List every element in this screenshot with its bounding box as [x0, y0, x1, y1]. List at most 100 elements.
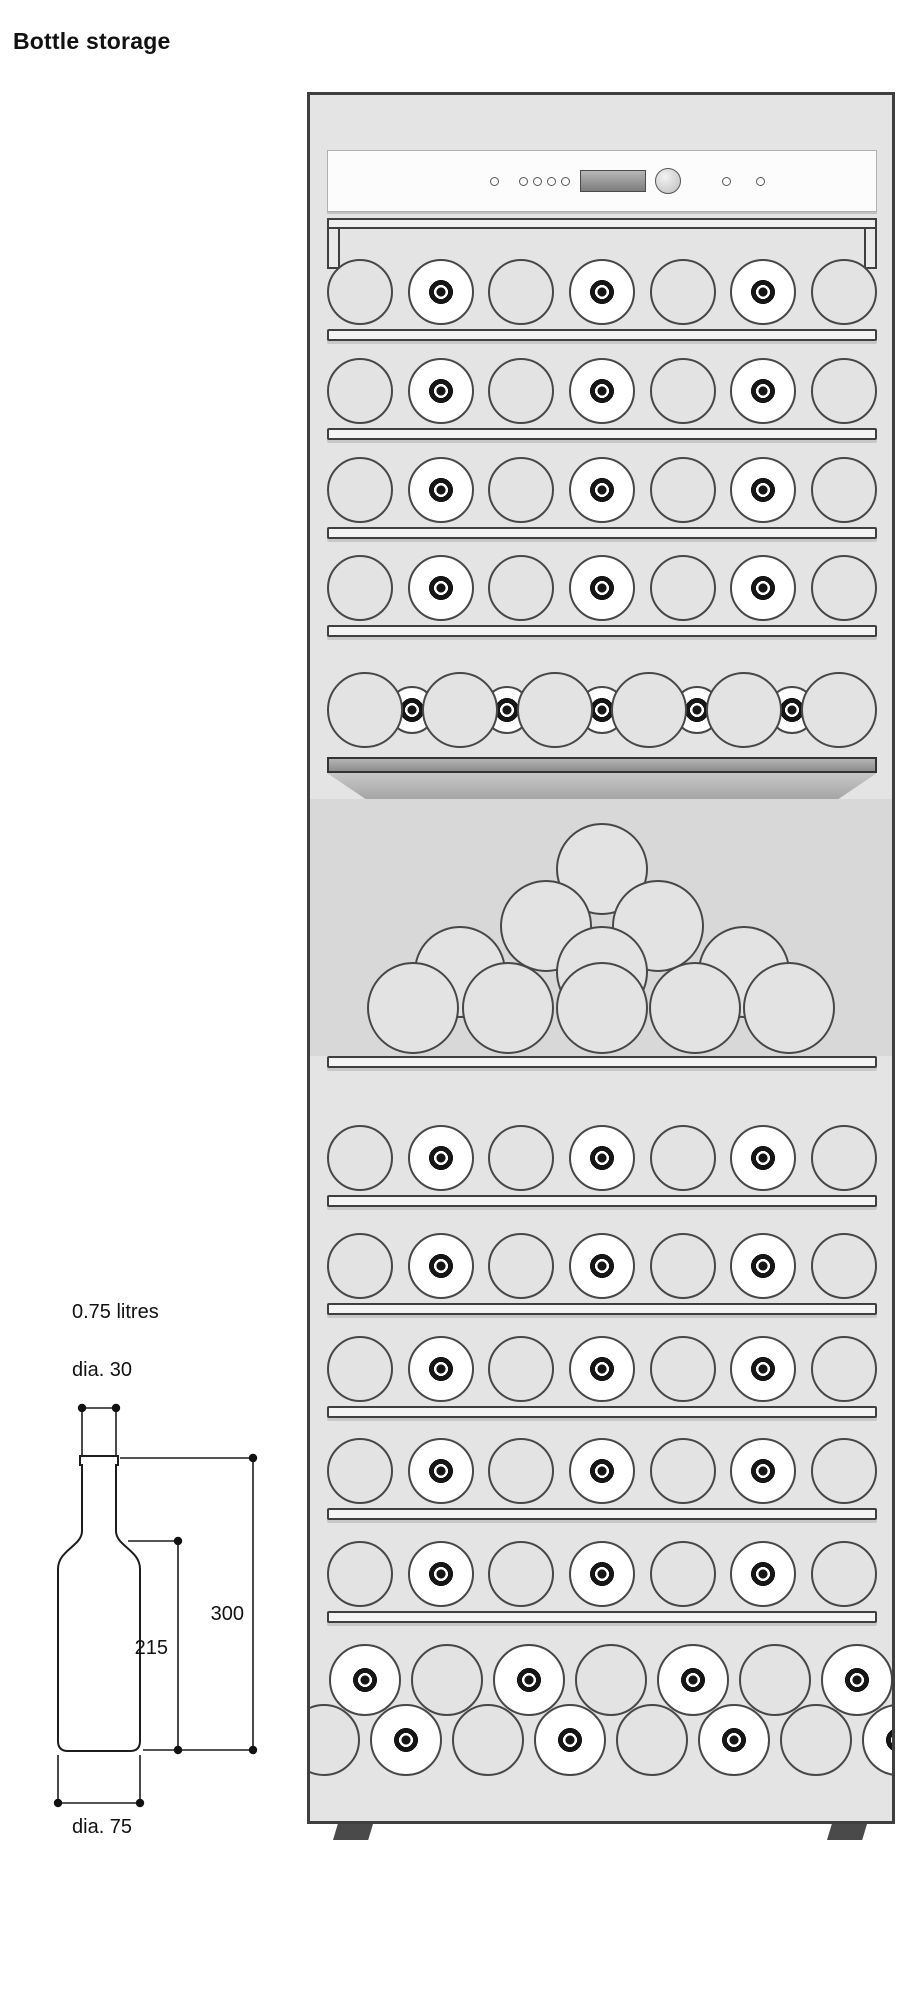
rail-post-left — [327, 227, 340, 269]
body-diameter-label: dia. 75 — [72, 1816, 133, 1838]
neck-diameter-label: dia. 30 — [72, 1359, 133, 1381]
wine-shelf — [327, 527, 877, 539]
indicator-light-icon — [532, 176, 542, 186]
wine-bottle-neck — [408, 259, 474, 325]
wine-shelf — [327, 329, 877, 341]
wine-bottle-neck — [408, 555, 474, 621]
wine-shelf — [327, 428, 877, 440]
wine-bottle-base — [488, 555, 554, 621]
wine-shelf — [327, 1195, 877, 1207]
wine-bottle-base — [650, 555, 716, 621]
wine-bottle-neck — [370, 1704, 442, 1776]
wine-bottle-base — [575, 1644, 647, 1716]
wine-bottle-neck — [730, 457, 796, 523]
wine-bottle-base — [422, 672, 498, 748]
wine-bottle-neck — [329, 1644, 401, 1716]
wine-bottle-base — [811, 1438, 877, 1504]
wine-bottle-base — [327, 555, 393, 621]
wine-bottle-base — [811, 457, 877, 523]
wine-bottle-base — [811, 1125, 877, 1191]
wine-bottle-base — [488, 1541, 554, 1607]
wine-bottle-neck — [569, 358, 635, 424]
wine-bottle-neck — [408, 358, 474, 424]
wine-shelf — [327, 1508, 877, 1520]
wine-bottle-base — [411, 1644, 483, 1716]
wine-bottle-base — [616, 1704, 688, 1776]
wine-bottle-base — [649, 962, 741, 1054]
indicator-light-icon — [546, 176, 556, 186]
wine-bottle-base — [650, 1438, 716, 1504]
wine-bottle-neck — [493, 1644, 565, 1716]
wine-bottle-neck — [730, 1125, 796, 1191]
wine-bottle-neck — [569, 1541, 635, 1607]
wine-bottle-base — [780, 1704, 852, 1776]
wine-bottle-base — [327, 358, 393, 424]
wine-bottle-base — [811, 1541, 877, 1607]
wine-shelf — [327, 1303, 877, 1315]
wine-bottle-base — [650, 457, 716, 523]
shoulder-height-label: 215 — [134, 1637, 168, 1659]
wine-bottle-base — [327, 1125, 393, 1191]
wine-bottle-base — [327, 1438, 393, 1504]
wine-bottle-base — [488, 1336, 554, 1402]
wine-bottle-base — [650, 1336, 716, 1402]
wine-bottle-neck — [408, 1233, 474, 1299]
wine-bottle-base — [488, 1125, 554, 1191]
wine-bottle-neck — [730, 1233, 796, 1299]
wine-bottle-base — [743, 962, 835, 1054]
wine-bottle-neck — [569, 1125, 635, 1191]
wine-shelf — [327, 625, 877, 637]
rail-post-right — [864, 227, 877, 269]
wine-bottle-neck — [730, 358, 796, 424]
wine-bottle-neck — [408, 1336, 474, 1402]
bottle-outline — [57, 1455, 141, 1752]
wine-bottle-neck — [698, 1704, 770, 1776]
wine-bottle-neck — [730, 1336, 796, 1402]
wine-bottle-base — [801, 672, 877, 748]
wine-bottle-base — [811, 259, 877, 325]
wine-bottle-base — [488, 358, 554, 424]
wine-bottle-base — [517, 672, 593, 748]
wine-shelf — [327, 1406, 877, 1418]
wine-bottle-neck — [730, 259, 796, 325]
page-title: Bottle storage — [13, 28, 171, 54]
dimension-lines — [57, 1407, 254, 1804]
wine-bottle-neck — [534, 1704, 606, 1776]
presentation-shelf-front — [327, 773, 877, 799]
wine-bottle-base — [612, 880, 704, 972]
wine-bottle-base — [650, 1541, 716, 1607]
wine-bottle-base — [367, 962, 459, 1054]
wine-bottle-neck — [569, 1233, 635, 1299]
wine-bottle-base — [488, 1233, 554, 1299]
indicator-light-icon — [560, 176, 570, 186]
wine-bottle-base — [811, 1233, 877, 1299]
top-rail — [327, 218, 877, 229]
wine-bottle-base — [650, 1233, 716, 1299]
wine-bottle-base — [327, 1541, 393, 1607]
indicator-light-icon — [489, 176, 499, 186]
wine-bottle-base — [327, 1336, 393, 1402]
bottle-volume-label: 0.75 litres — [72, 1301, 159, 1323]
wine-bottle-neck — [408, 1541, 474, 1607]
wine-bottle-base — [327, 1233, 393, 1299]
wine-bottle-neck — [730, 1541, 796, 1607]
cabinet-foot-right — [827, 1824, 867, 1840]
wine-bottle-base — [488, 1438, 554, 1504]
wine-shelf — [327, 1056, 877, 1068]
wine-bottle-base — [650, 259, 716, 325]
wine-bottle-base — [706, 672, 782, 748]
indicator-light-icon — [721, 176, 731, 186]
bottle-dimension-diagram: 0.75 litres dia. 30 215 300 dia. 75 — [40, 1285, 320, 1865]
temperature-display — [580, 170, 646, 192]
wine-bottle-base — [327, 672, 403, 748]
wine-bottle-base — [650, 358, 716, 424]
wine-bottle-neck — [408, 1125, 474, 1191]
wine-bottle-neck — [569, 1336, 635, 1402]
dimension-end-dots — [53, 1403, 258, 1808]
wine-bottle-neck — [821, 1644, 892, 1716]
control-knob — [655, 168, 681, 194]
wine-bottle-neck — [730, 1438, 796, 1504]
wine-bottle-neck — [862, 1704, 892, 1776]
wine-bottle-neck — [408, 457, 474, 523]
